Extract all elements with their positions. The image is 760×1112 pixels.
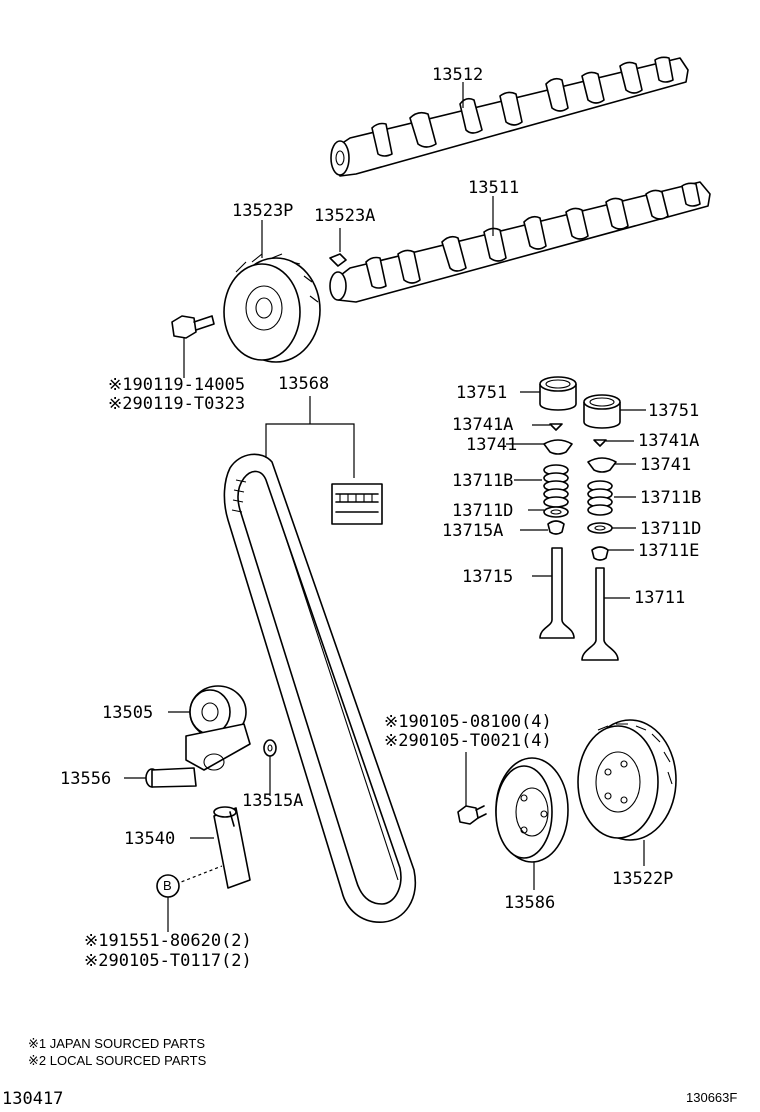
label-13751-left: 13751 xyxy=(456,383,507,403)
bolt-crank xyxy=(457,752,487,825)
footer-codes: 130417 130663F xyxy=(2,1089,737,1109)
footer-left-code: 130417 xyxy=(2,1089,63,1109)
label-13568: 13568 xyxy=(278,374,329,394)
bolt-13556 xyxy=(124,767,197,788)
note-local-sourced: ※2 LOCAL SOURCED PARTS xyxy=(28,1053,207,1068)
label-13711D-right: 13711D xyxy=(640,519,701,539)
valve-group-left xyxy=(506,376,577,639)
label-13741A-right: 13741A xyxy=(638,431,699,451)
label-13515A: 13515A xyxy=(242,791,303,811)
valve-group-right xyxy=(581,394,646,661)
washer-13515A xyxy=(263,739,277,796)
crank-pulley-13586 xyxy=(495,757,569,890)
callout-b xyxy=(156,874,180,932)
label-bolt-b-2: ※290105-T0021(4) xyxy=(384,731,552,751)
tensioner-13540 xyxy=(175,806,251,889)
label-13711B-right: 13711B xyxy=(640,488,701,508)
camshaft-upper xyxy=(330,56,689,177)
label-13741-right: 13741 xyxy=(640,455,691,475)
label-13741-left: 13741 xyxy=(466,435,517,455)
cam-pulley-13523P xyxy=(223,220,347,363)
label-13523P: 13523P xyxy=(232,201,293,221)
camshaft-lower xyxy=(329,181,711,303)
part-labels: 13512 13511 13523P 13523A ※190119-14005 … xyxy=(60,65,701,971)
note-japan-sourced: ※1 JAPAN SOURCED PARTS xyxy=(28,1036,205,1051)
label-bolt-c-1: ※191551-80620(2) xyxy=(84,931,252,951)
legend-notes: ※1 JAPAN SOURCED PARTS ※2 LOCAL SOURCED … xyxy=(28,1036,207,1068)
label-13751-right: 13751 xyxy=(648,401,699,421)
label-13511: 13511 xyxy=(468,178,519,198)
label-13586: 13586 xyxy=(504,893,555,913)
label-13512: 13512 xyxy=(432,65,483,85)
timing-belt-13568 xyxy=(223,396,417,923)
label-13711D-left: 13711D xyxy=(452,501,513,521)
label-13540: 13540 xyxy=(124,829,175,849)
label-13715A: 13715A xyxy=(442,521,503,541)
label-13711E: 13711E xyxy=(638,541,699,561)
label-13711: 13711 xyxy=(634,588,685,608)
callout-b-letter: B xyxy=(163,878,172,893)
label-13556: 13556 xyxy=(60,769,111,789)
label-13505: 13505 xyxy=(102,703,153,723)
label-13523A: 13523A xyxy=(314,206,375,226)
label-13741A-left: 13741A xyxy=(452,415,513,435)
label-bolt-a-2: ※290119-T0323 xyxy=(108,394,245,414)
footer-right-code: 130663F xyxy=(686,1090,737,1105)
label-bolt-c-2: ※290105-T0117(2) xyxy=(84,951,252,971)
tensioner-pulley-13505 xyxy=(168,685,251,771)
crank-timing-pulley-13522P xyxy=(577,719,677,866)
label-13522P: 13522P xyxy=(612,869,673,889)
bolt-cam-pulley xyxy=(171,315,215,378)
label-bolt-a-1: ※190119-14005 xyxy=(108,375,245,395)
label-13715: 13715 xyxy=(462,567,513,587)
label-bolt-b-1: ※190105-08100(4) xyxy=(384,712,552,732)
label-13711B-left: 13711B xyxy=(452,471,513,491)
